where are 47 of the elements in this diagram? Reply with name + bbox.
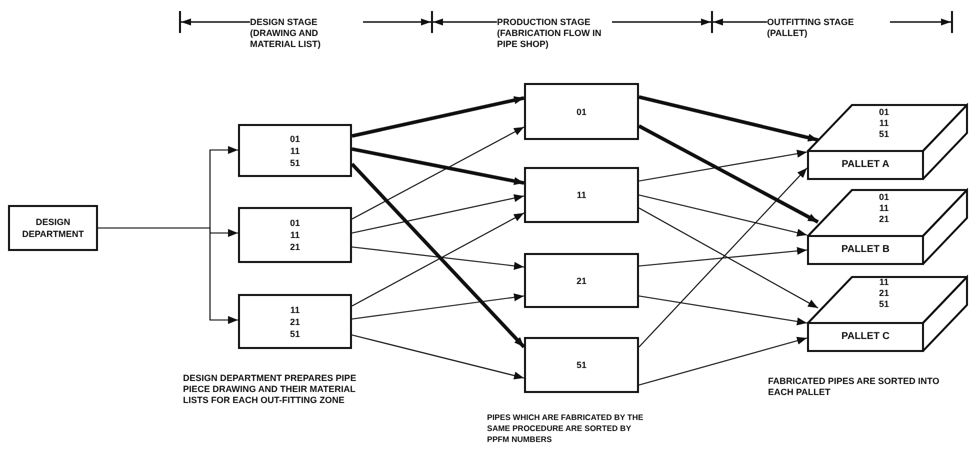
stage-heading: DESIGN STAGE (DRAWING AND MATERIAL LIST) bbox=[250, 17, 363, 50]
arrow bbox=[352, 246, 524, 270]
stage-heading: PRODUCTION STAGE (FABRICATION FLOW IN PIPE SHOP) bbox=[497, 17, 612, 50]
arrow bbox=[638, 295, 808, 326]
process-box bbox=[8, 205, 98, 251]
arrow bbox=[98, 227, 238, 324]
node-label: 01 bbox=[576, 106, 586, 118]
process-box bbox=[524, 83, 639, 140]
node-label: PALLET A bbox=[840, 159, 890, 171]
arrow bbox=[638, 150, 808, 182]
arrow bbox=[352, 96, 524, 138]
node-label: 01 11 51 bbox=[290, 132, 300, 168]
arrow bbox=[350, 162, 526, 348]
stage-heading: OUTFITTING STAGE (PALLET) bbox=[767, 17, 890, 39]
node-label: 51 bbox=[576, 359, 586, 371]
pallet-box bbox=[807, 103, 968, 180]
node-label: 01 11 21 bbox=[879, 192, 890, 225]
process-box bbox=[524, 337, 639, 393]
arrow bbox=[638, 208, 818, 308]
arrow bbox=[638, 95, 818, 142]
node-label: 11 bbox=[576, 189, 586, 201]
node-label: 11 21 51 bbox=[879, 277, 890, 310]
node-label: 01 11 21 bbox=[290, 217, 300, 253]
arrow bbox=[638, 124, 819, 224]
arrow bbox=[638, 194, 808, 237]
node-label: PALLET C bbox=[840, 331, 891, 343]
arrow bbox=[638, 246, 808, 267]
arrow bbox=[638, 336, 808, 386]
arrow bbox=[352, 194, 524, 234]
node-label: 01 11 51 bbox=[879, 107, 890, 140]
arrow bbox=[638, 168, 808, 348]
node-label: 11 21 51 bbox=[290, 304, 300, 340]
node-label: PALLET B bbox=[840, 244, 891, 256]
arrow bbox=[352, 293, 524, 320]
node-label: DESIGN DEPARTMENT bbox=[21, 216, 85, 240]
arrow bbox=[352, 334, 524, 380]
process-box bbox=[524, 253, 639, 308]
process-box bbox=[238, 124, 352, 177]
arrow bbox=[352, 212, 524, 306]
arrow bbox=[352, 147, 524, 185]
process-box bbox=[524, 167, 639, 223]
node-label: 21 bbox=[576, 274, 586, 286]
pallet-box bbox=[807, 188, 968, 265]
process-box bbox=[238, 294, 352, 349]
process-box bbox=[238, 207, 352, 263]
pallet-box bbox=[807, 273, 968, 352]
arrow bbox=[352, 126, 524, 220]
